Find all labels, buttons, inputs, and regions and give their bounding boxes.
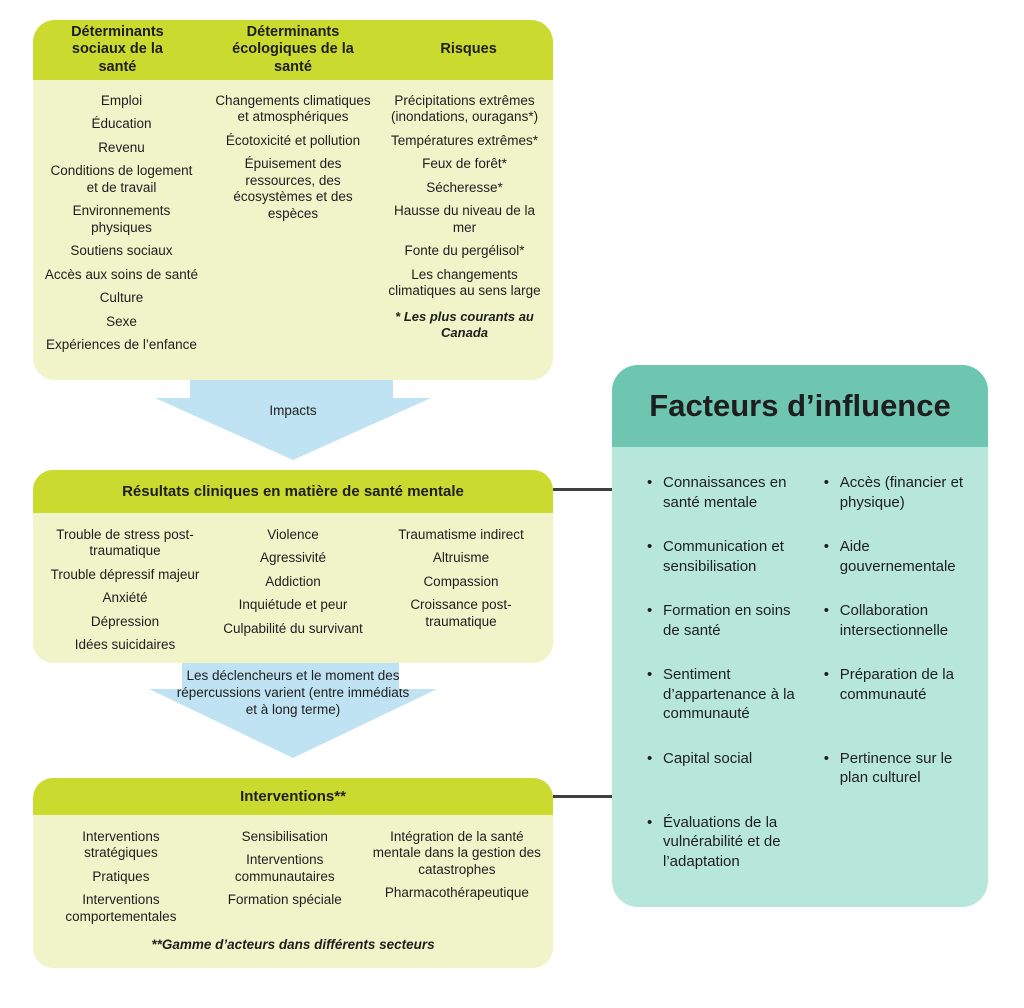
triggers-arrow: Les déclencheurs et le moment des réperc… [149, 663, 437, 758]
list-item: Dépression [90, 613, 160, 629]
column-header-ecological: Déterminants écologiques de la santé [232, 24, 354, 75]
list-item: Addiction [265, 573, 321, 589]
influence-body: Connaissances en santé mentale Accès (fi… [612, 447, 988, 871]
impacts-arrow: Impacts [155, 380, 431, 460]
triggers-arrow-label: Les déclencheurs et le moment des réperc… [176, 668, 410, 717]
list-item: Soutiens sociaux [70, 243, 173, 259]
clinical-outcomes-title: Résultats cliniques en matière de santé … [33, 470, 553, 513]
list-item: Températures extrêmes* [391, 132, 539, 148]
list-item: Altruisme [432, 550, 490, 566]
influence-item: Collaboration intersectionnelle [823, 601, 966, 640]
list-item: Feux de forêt* [422, 156, 507, 172]
list-item: Revenu [98, 139, 145, 155]
list-item: Culpabilité du survivant [223, 620, 363, 636]
list-item: Idées suicidaires [74, 637, 176, 653]
list-item: Fonte du pergélisol* [404, 243, 525, 259]
connector-line-interventions [553, 795, 612, 798]
influence-factors-box: Facteurs d’influence Connaissances en sa… [612, 365, 988, 907]
influence-item: Évaluations de la vulnérabilité et de l’… [646, 813, 801, 872]
list-item: Épuisement des ressources, des écosystèm… [233, 156, 353, 221]
list-item: Éducation [91, 116, 152, 132]
list-item: Trouble dépressif majeur [50, 566, 200, 582]
list-item: Trouble de stress post-traumatique [56, 527, 194, 559]
connector-line-clinical [553, 488, 612, 491]
list-item: Interventions comportementales [65, 892, 177, 924]
risks-items: Précipitations extrêmes (inondations, ou… [382, 93, 547, 300]
clinical-outcomes-box: Résultats cliniques en matière de santé … [33, 470, 553, 663]
influence-item: Formation en soins de santé [646, 601, 801, 640]
canada-footnote: * Les plus courants au Canada [395, 308, 534, 340]
list-item: Pharmacothérapeutique [384, 885, 529, 901]
list-item: Croissance post-traumatique [410, 597, 512, 629]
list-item: Inquiétude et peur [238, 597, 348, 613]
list-item: Sensibilisation [241, 829, 328, 844]
risks-column: Précipitations extrêmes (inondations, ou… [382, 93, 547, 361]
list-item: Sécheresse* [426, 179, 503, 195]
influence-item: Connaissances en santé mentale [646, 473, 801, 512]
influence-item: Pertinence sur le plan culturel [823, 749, 966, 788]
list-item: Culture [99, 290, 144, 306]
list-item: Violence [267, 527, 319, 542]
influence-item: Préparation de la communauté [823, 665, 966, 704]
list-item: Précipitations extrêmes (inondations, ou… [390, 93, 539, 125]
list-item: Compassion [423, 573, 499, 589]
influence-item: Aide gouvernementale [823, 537, 966, 576]
list-item: Conditions de logement et de travail [50, 163, 193, 195]
influence-item: Accès (financier et physique) [823, 473, 966, 512]
interventions-box: Interventions** Interventions stratégiqu… [33, 778, 553, 968]
list-item: Expériences de l’enfance [46, 337, 197, 353]
list-item: Accès aux soins de santé [44, 266, 198, 282]
list-item: Emploi [100, 93, 143, 108]
list-item: Les changements climatiques au sens larg… [388, 266, 541, 299]
list-item: Interventions communautaires [234, 852, 335, 884]
determinants-box: Déterminants sociaux de la santé Détermi… [33, 20, 553, 380]
list-item: Sexe [106, 313, 137, 329]
column-header-social: Déterminants sociaux de la santé [71, 24, 164, 75]
interventions-column-3: Intégration de la santé mentale dans la … [367, 829, 547, 932]
influence-title: Facteurs d’influence [649, 388, 951, 423]
list-item: Environnements physiques [72, 203, 171, 235]
list-item: Intégration de la santé mentale dans la … [372, 829, 541, 877]
influence-item: Communication et sensibilisation [646, 537, 801, 576]
sectors-footnote: **Gamme d’acteurs dans différents secteu… [151, 937, 435, 952]
interventions-title: Interventions** [33, 778, 553, 815]
list-item: Hausse du niveau de la mer [393, 203, 536, 235]
list-item: Changements climatiques et atmosphérique… [215, 93, 371, 125]
list-item: Écotoxicité et pollution [225, 132, 361, 148]
ecological-determinants-column: Changements climatiques et atmosphérique… [204, 93, 382, 361]
list-item: Pratiques [92, 868, 150, 884]
impacts-arrow-label: Impacts [269, 403, 317, 418]
influence-item: Capital social [646, 749, 801, 769]
list-item: Interventions stratégiques [82, 829, 160, 861]
determinants-header-bar: Déterminants sociaux de la santé Détermi… [33, 20, 553, 80]
list-item: Anxiété [102, 590, 148, 606]
list-item: Traumatisme indirect [398, 527, 524, 542]
list-item: Formation spéciale [227, 892, 342, 908]
influence-item: Sentiment d’appartenance à la communauté [646, 665, 801, 724]
column-header-risks: Risques [440, 41, 497, 58]
influence-header-bar: Facteurs d’influence [612, 365, 988, 447]
list-item: Agressivité [259, 550, 326, 566]
